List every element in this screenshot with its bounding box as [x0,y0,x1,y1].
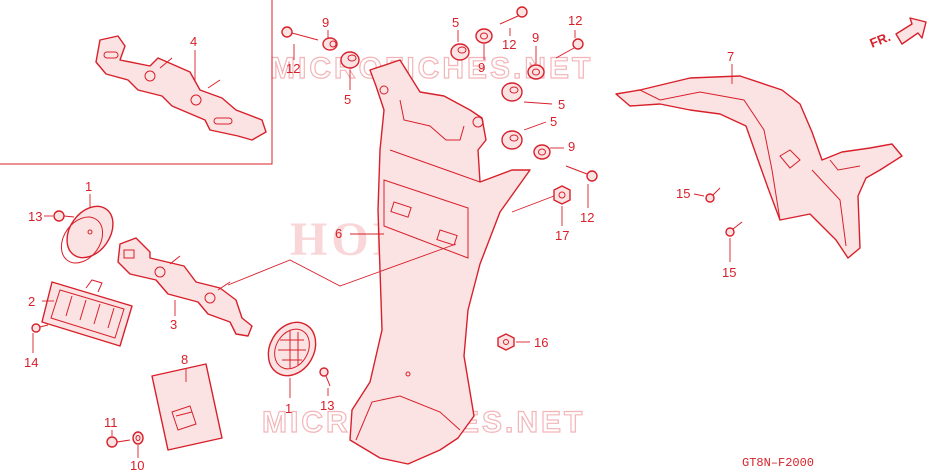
callout-12-top-left: 12 [286,61,300,76]
part-15-screw-lower [725,221,743,237]
part-16-nut [497,333,515,351]
callout-16: 16 [534,335,548,350]
callout-15-lower: 15 [722,265,736,280]
callout-5-d: 5 [550,114,557,129]
part-11-bolt [106,436,131,448]
part-13-screw-bottom [319,367,331,387]
part-9-collar-a [322,37,338,51]
drawing-code: GT8N–F2000 [742,456,814,470]
callout-9-a: 9 [322,15,329,30]
callout-15-upper: 15 [676,186,690,201]
callout-1-bottom: 1 [285,401,292,416]
part-8-license-plate-holder [151,363,223,451]
part-3-bracket [117,237,253,337]
part-12-bolt-top-left [281,26,319,41]
part-14-screw [31,323,49,333]
callout-6: 6 [335,226,342,241]
part-12-bolt-top-right [555,38,584,59]
callout-10: 10 [130,458,144,472]
part-7-hugger [615,75,903,259]
part-4-bracket [95,35,267,141]
callout-9-b: 9 [478,60,485,75]
part-12-bolt-right [565,165,598,182]
watermark-site-top: MICROFICHES.NET [270,52,593,85]
inset-frame [0,0,273,165]
callout-5-c: 5 [558,97,565,112]
part-13-screw-left [53,210,75,222]
callout-9-d: 9 [568,139,575,154]
part-5-grommet-b [450,43,470,61]
callout-3: 3 [170,317,177,332]
front-direction-arrow [895,17,927,45]
callout-12-right: 12 [580,210,594,225]
part-12-bolt-top-mid [499,6,528,25]
part-5-grommet-d [501,130,523,150]
callout-9-c: 9 [532,30,539,45]
part-2-rect-reflector [41,279,133,347]
callout-12-top-mid: 12 [502,37,516,52]
callout-4: 4 [190,34,197,49]
part-9-collar-b [475,28,493,44]
callout-13-left: 13 [28,209,42,224]
part-5-grommet-c [501,82,523,102]
callout-14: 14 [24,355,38,370]
part-1-round-reflector-lower [267,321,317,377]
part-10-washer [132,431,144,445]
part-1-round-reflector [60,205,114,264]
callout-17: 17 [555,228,569,243]
front-direction-label: FR. [868,29,893,51]
callout-8: 8 [181,352,188,367]
part-9-collar-c [527,64,545,80]
part-6-rear-fender [349,59,531,465]
part-5-grommet-a [340,51,360,69]
part-17-nut [553,185,571,205]
callout-12-top-right: 12 [568,13,582,28]
callout-1-top: 1 [85,179,92,194]
callout-11: 11 [104,415,118,430]
part-9-collar-d [533,144,551,160]
callout-2: 2 [28,294,35,309]
callout-7: 7 [727,49,734,64]
callout-5-b: 5 [452,15,459,30]
part-15-screw-upper [705,187,721,203]
callout-5-a: 5 [344,92,351,107]
callout-13-bottom: 13 [320,398,334,413]
